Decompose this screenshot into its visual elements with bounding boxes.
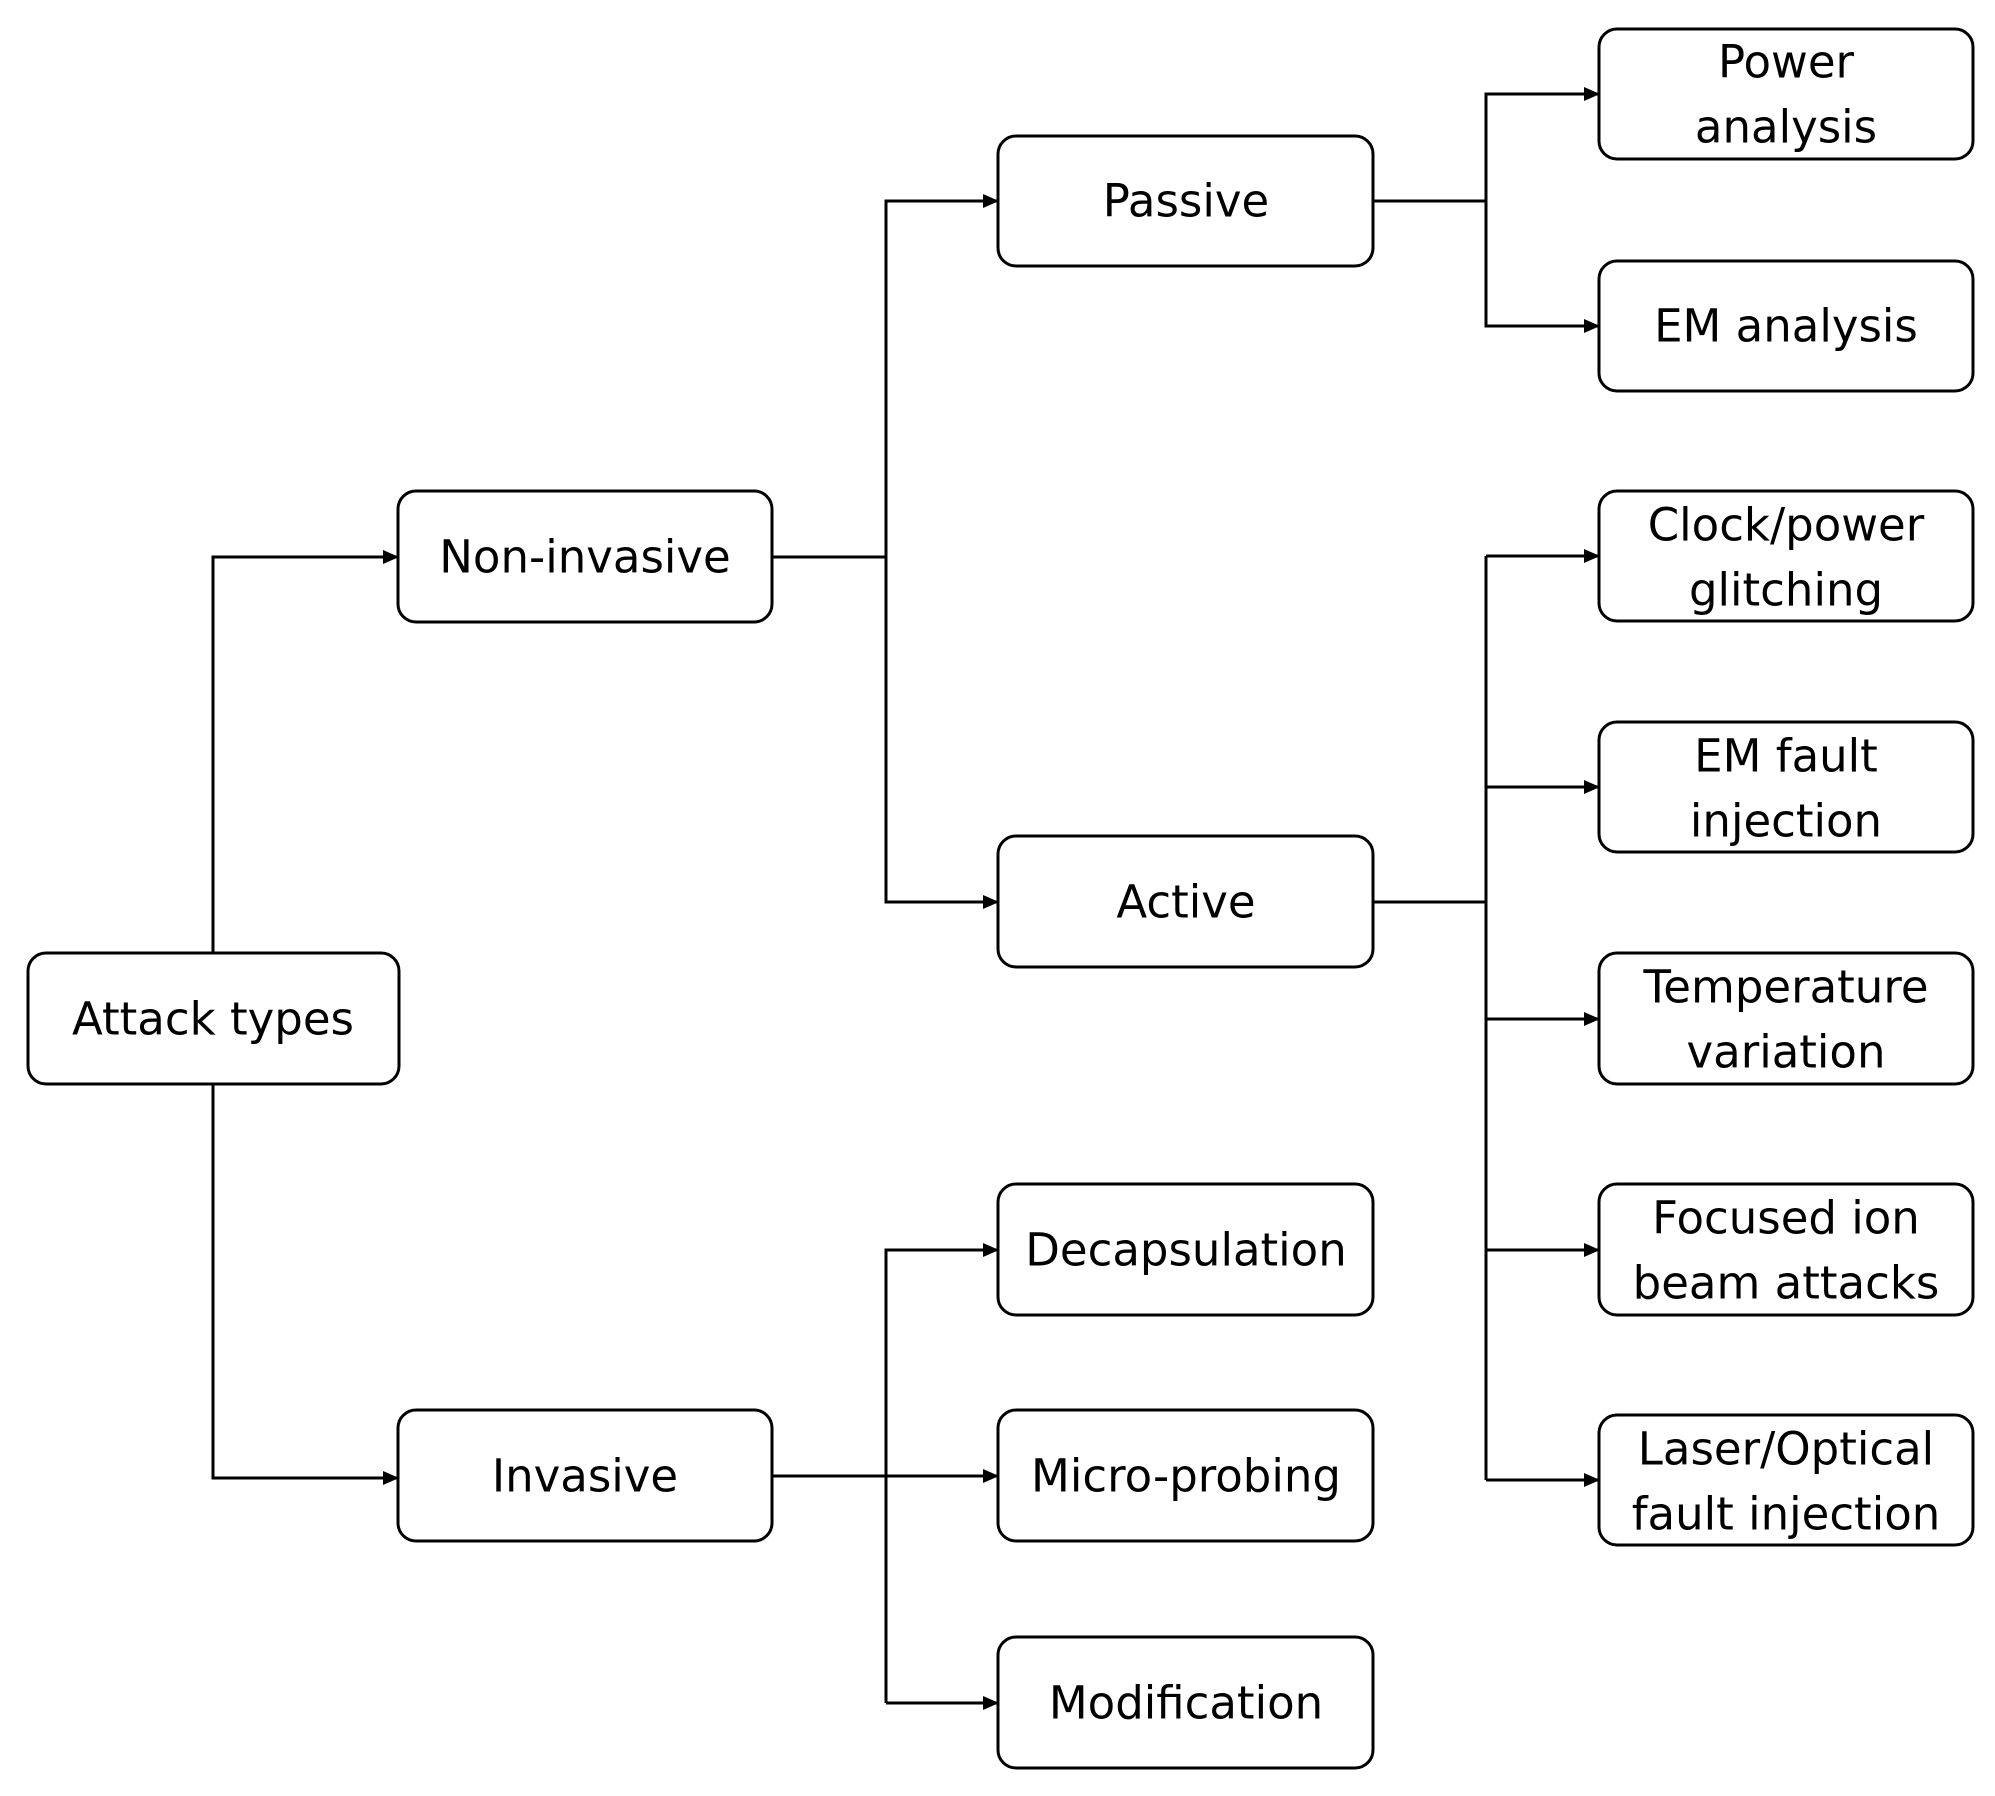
node-non-invasive-label: Non-invasive: [439, 531, 730, 584]
node-temperature-variation-line2: variation: [1687, 1026, 1886, 1079]
node-em-fault-injection: EM fault injection: [1597, 720, 1975, 854]
node-temperature-variation-line1: Temperature: [1642, 961, 1928, 1014]
node-clock-power-glitching-line2: glitching: [1689, 564, 1883, 617]
connector-noninvasive-active: [884, 557, 999, 909]
node-decapsulation: Decapsulation: [996, 1182, 1375, 1317]
connector-passive-power: [1484, 87, 1600, 201]
nodes: Attack types Non-invasive Invasive Passi…: [26, 27, 1975, 1770]
node-attack-types: Attack types: [26, 951, 401, 1086]
node-clock-power-glitching-line1: Clock/power: [1648, 499, 1925, 552]
connectors: [211, 87, 1600, 1710]
node-em-fault-injection-line2: injection: [1690, 795, 1882, 848]
node-invasive: Invasive: [396, 1408, 774, 1543]
node-non-invasive: Non-invasive: [396, 489, 774, 624]
node-passive-label: Passive: [1103, 175, 1269, 228]
node-laser-optical-fault-line1: Laser/Optical: [1638, 1423, 1934, 1476]
node-em-fault-injection-line1: EM fault: [1694, 730, 1878, 783]
node-focused-ion-beam: Focused ion beam attacks: [1597, 1182, 1975, 1317]
node-focused-ion-beam-line2: beam attacks: [1633, 1257, 1940, 1310]
connector-passive-em: [1484, 201, 1600, 333]
node-micro-probing: Micro-probing: [996, 1408, 1375, 1543]
node-modification-label: Modification: [1049, 1677, 1323, 1730]
node-invasive-label: Invasive: [492, 1450, 678, 1503]
connector-noninvasive-passive: [884, 194, 999, 557]
node-power-analysis: Power analysis: [1597, 27, 1975, 161]
node-power-analysis-line2: analysis: [1695, 101, 1877, 154]
connector-root-noninvasive: [211, 550, 399, 953]
node-modification: Modification: [996, 1635, 1375, 1770]
node-em-analysis: EM analysis: [1597, 259, 1975, 393]
node-attack-types-label: Attack types: [72, 993, 354, 1046]
connector-root-invasive: [211, 1085, 399, 1485]
connector-invasive-decapsulation: [884, 1243, 999, 1703]
node-active-label: Active: [1116, 876, 1255, 929]
node-active: Active: [996, 834, 1375, 969]
node-laser-optical-fault-line2: fault injection: [1632, 1488, 1941, 1541]
node-decapsulation-label: Decapsulation: [1025, 1224, 1346, 1277]
node-clock-power-glitching: Clock/power glitching: [1597, 489, 1975, 623]
node-laser-optical-fault: Laser/Optical fault injection: [1597, 1413, 1975, 1547]
node-focused-ion-beam-line1: Focused ion: [1652, 1192, 1920, 1245]
node-temperature-variation: Temperature variation: [1597, 951, 1975, 1086]
node-em-analysis-label: EM analysis: [1654, 300, 1918, 353]
node-micro-probing-label: Micro-probing: [1031, 1450, 1341, 1503]
node-passive: Passive: [996, 134, 1375, 268]
node-power-analysis-line1: Power: [1718, 36, 1855, 89]
